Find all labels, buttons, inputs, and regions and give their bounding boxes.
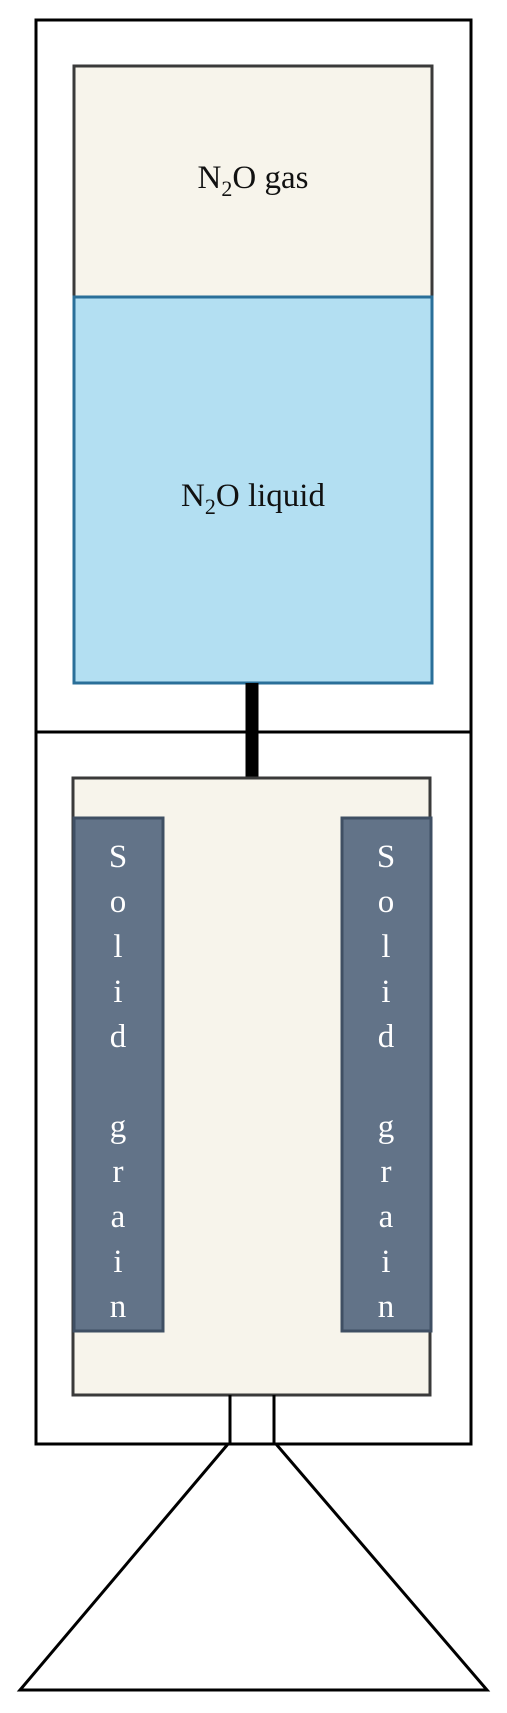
grain-left-letter: i [113,1244,122,1280]
grain-left-letter: l [113,929,122,965]
solid-grain-right-label: S o l i d g r a i n [377,839,395,1325]
grain-right-letter: S [377,839,395,875]
solid-grain-right [340,816,433,1333]
n2o-gas-label: N2O gas [198,160,309,201]
solid-grain-left-label: S o l i d g r a i n [109,839,127,1325]
grain-right-letter: l [381,929,390,965]
grain-left-letter: d [110,1019,127,1055]
grain-left-letter: o [110,884,127,920]
grain-left-letter: r [113,1154,124,1190]
gas-label-species: N [198,160,222,196]
solid-grain-left [72,816,165,1333]
n2o-liquid-region [72,295,434,685]
gas-label-rest: O gas [232,160,308,196]
grain-left-letter: S [109,839,127,875]
gas-label-subscript: 2 [221,176,232,201]
grain-right-letter: a [379,1199,394,1235]
n2o-gas-region [72,64,434,299]
grain-right-letter: n [378,1289,395,1325]
nozzle-bell [16,1443,491,1692]
n2o-liquid-label: N2O liquid [181,478,325,519]
grain-left-letter: n [110,1289,127,1325]
grain-left-letter: g [110,1109,127,1145]
grain-right-letter: i [381,974,390,1010]
grain-left-letter: i [113,974,122,1010]
grain-right-letter: g [378,1109,395,1145]
grain-left-letter: a [111,1199,126,1235]
grain-right-letter: d [378,1019,395,1055]
grain-right-letter: o [378,884,395,920]
liquid-label-subscript: 2 [205,494,216,519]
grain-right-letter: r [381,1154,392,1190]
liquid-label-rest: O liquid [216,478,326,514]
grain-right-letter: i [381,1244,390,1280]
liquid-label-species: N [181,478,205,514]
